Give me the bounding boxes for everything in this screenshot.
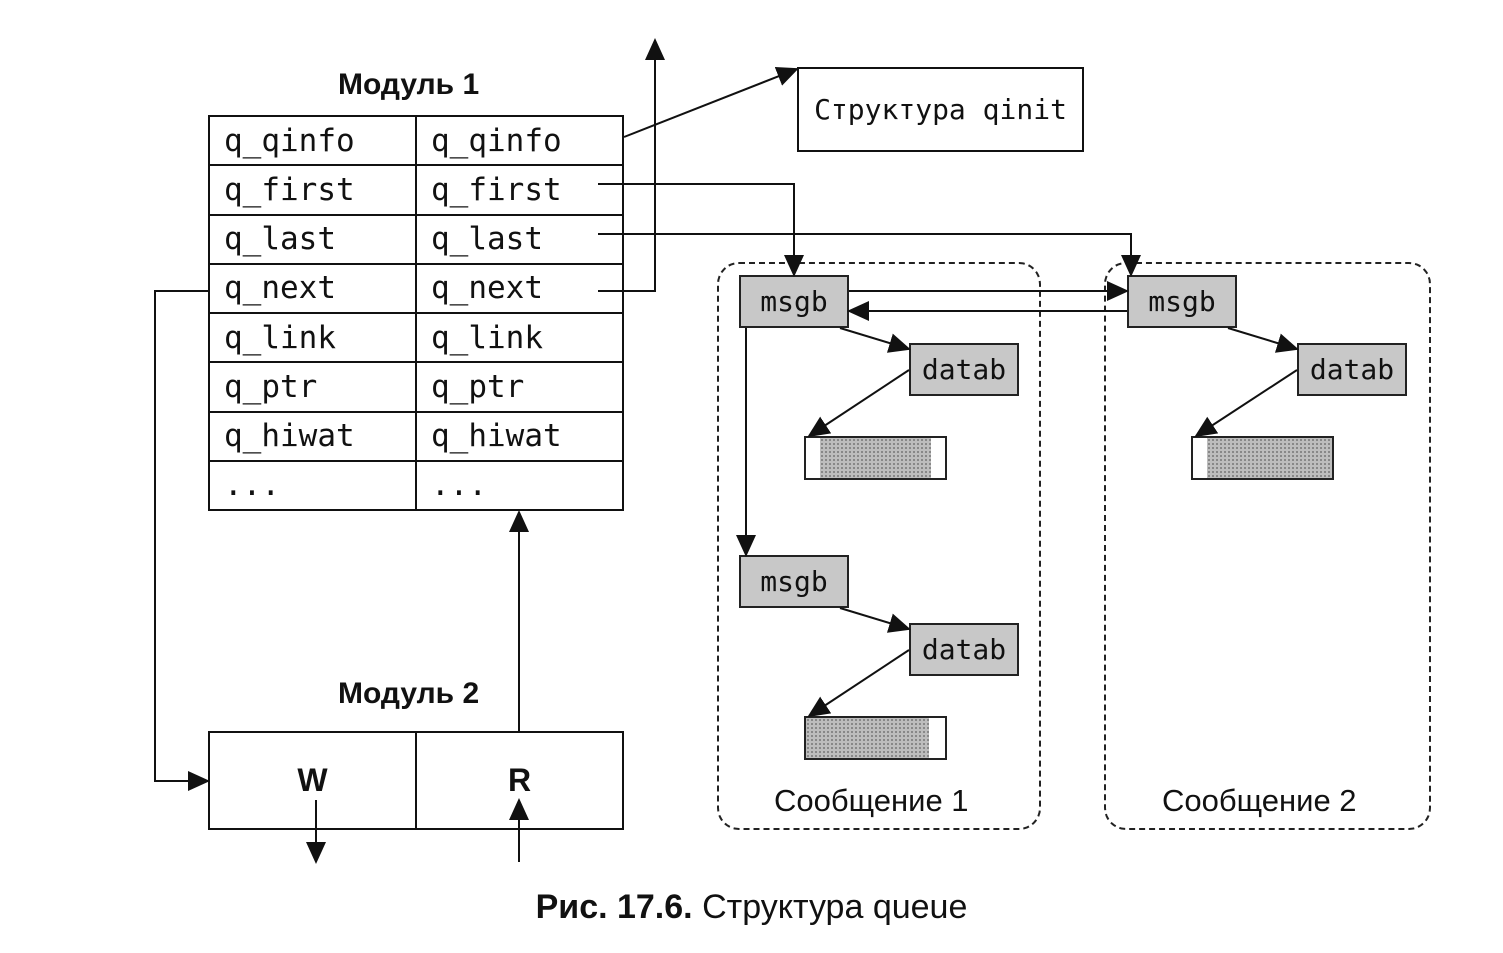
write-queue-field: q_hiwat	[208, 410, 417, 462]
message1-data-buffer-1	[804, 436, 947, 480]
write-queue-field: q_qinfo	[208, 114, 417, 167]
message2-label: Сообщение 2	[1162, 783, 1357, 818]
read-queue-field: q_first	[415, 164, 624, 216]
write-queue-field: q_first	[208, 164, 417, 216]
module2-box: W R	[208, 731, 624, 830]
figure-caption: Рис. 17.6. Структура queue	[0, 888, 1503, 927]
read-queue-field: q_qinfo	[415, 114, 624, 167]
module2-write-queue: W	[210, 733, 417, 828]
read-queue-field: q_ptr	[415, 361, 624, 413]
read-queue-field: q_last	[415, 213, 624, 265]
message1-group	[717, 262, 1041, 830]
read-queue-field: q_hiwat	[415, 410, 624, 462]
module1-row: ......	[208, 459, 624, 512]
write-queue-field: ...	[208, 459, 417, 512]
write-queue-field: q_next	[208, 262, 417, 315]
figure-title: Структура queue	[702, 888, 968, 926]
write-queue-field: q_ptr	[208, 361, 417, 413]
module1-title: Модуль 1	[338, 68, 480, 101]
message2-msgb: msgb	[1127, 275, 1237, 328]
qnext-to-module2-arrow	[154, 290, 210, 791]
module2-read-queue: R	[507, 762, 532, 798]
message2-group	[1104, 262, 1431, 830]
m1-msgb-to-datab-arrow	[839, 327, 911, 353]
m2-msgb-to-datab-arrow	[1227, 327, 1299, 353]
write-queue-field: q_link	[208, 311, 417, 364]
qinit-structure-box: Структура qinit	[797, 67, 1084, 152]
m2-datab-to-buffer-arrow	[1194, 369, 1298, 438]
message2-datab: datab	[1297, 343, 1407, 396]
module2-title: Модуль 2	[338, 677, 480, 710]
write-queue-field: q_last	[208, 213, 417, 265]
read-queue-field: ...	[415, 459, 624, 512]
qinfo-to-qinit-arrow	[623, 67, 799, 138]
m1-datab2-to-buffer2-arrow	[807, 649, 910, 718]
qnext-up-arrow	[598, 38, 665, 292]
qlast-to-msgb-arrow	[598, 233, 1141, 277]
figure-number: Рис. 17.6.	[535, 888, 693, 926]
read-queue-field: q_next	[415, 262, 624, 315]
m1-datab-to-buffer-arrow	[807, 369, 910, 438]
message1-label: Сообщение 1	[774, 783, 969, 818]
message1-datab-2: datab	[909, 623, 1019, 676]
message1-msgb-1: msgb	[739, 275, 849, 328]
m1-msgb2-to-datab2-arrow	[839, 607, 911, 633]
message1-msgb-2: msgb	[739, 555, 849, 608]
qfirst-to-msgb-arrow	[598, 183, 804, 277]
message1-datab-1: datab	[909, 343, 1019, 396]
message1-data-buffer-2	[804, 716, 947, 760]
read-queue-field: q_link	[415, 311, 624, 364]
message2-data-buffer	[1191, 436, 1334, 480]
